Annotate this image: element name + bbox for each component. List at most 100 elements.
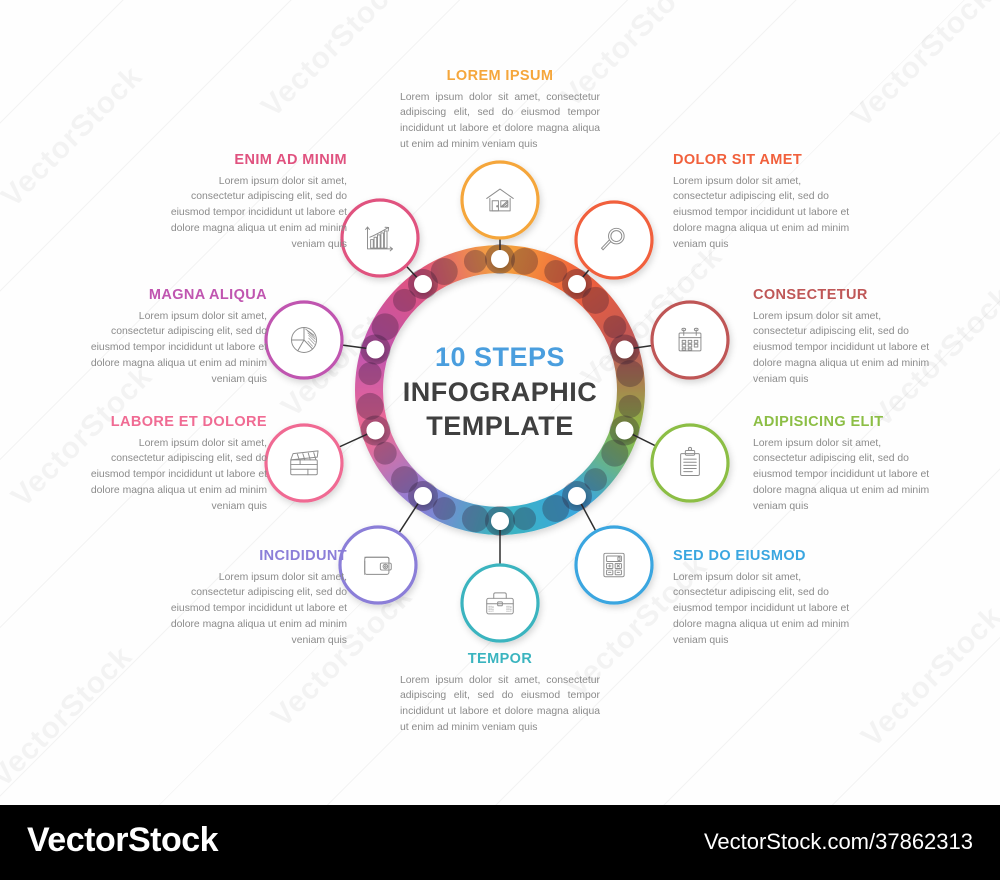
step-block-6[interactable]: TEMPOR Lorem ipsum dolor sit amet, conse… (400, 651, 600, 736)
step-title-10: ENIM AD MINIM (234, 152, 347, 168)
step-title-3: CONSECTETUR (753, 287, 868, 303)
icon-circle-1[interactable] (460, 160, 540, 240)
ring-segment-9[interactable] (361, 272, 432, 355)
step-title-6: TEMPOR (467, 651, 533, 667)
clapperboard-icon (290, 450, 319, 476)
step-body-1: Lorem ipsum dolor sit amet, consectetur … (400, 91, 600, 151)
ring-accent-dot (513, 507, 537, 531)
step-body-6: Lorem ipsum dolor sit amet, consectetur … (400, 674, 600, 734)
step-title-1: LOREM IPSUM (446, 68, 554, 84)
step-block-9[interactable]: MAGNA ALIQUA Lorem ipsum dolor sit amet,… (87, 287, 267, 388)
icon-circle-3[interactable] (650, 300, 730, 380)
icon-circle-4[interactable] (650, 423, 730, 503)
ring-accent-dot (461, 505, 489, 533)
step-title-2: DOLOR SIT AMET (673, 152, 803, 168)
watermark-footer-bar: VectorStock VectorStock.com/37862313 (0, 805, 1000, 880)
ring-accent-dot (432, 497, 456, 521)
ring-accent-dot (356, 392, 384, 420)
icon-circle-ring-1 (460, 160, 540, 240)
ring-node-7[interactable] (414, 486, 433, 505)
diagram-svg (264, 160, 730, 643)
icon-circle-2[interactable] (574, 200, 654, 280)
ring-accent-dot (371, 313, 399, 341)
ring-node-2[interactable] (567, 275, 586, 294)
magnifier-icon (601, 227, 625, 251)
ring-node-8[interactable] (366, 421, 385, 440)
ring-accent-dot (601, 439, 629, 467)
step-title-8: LABORE ET DOLORE (110, 414, 267, 430)
step-block-8[interactable]: LABORE ET DOLORE Lorem ipsum dolor sit a… (87, 414, 267, 515)
ring-node-3[interactable] (615, 340, 634, 359)
house-icon (486, 188, 514, 212)
step-block-10[interactable]: ENIM AD MINIM Lorem ipsum dolor sit amet… (167, 152, 347, 253)
ring-accent-dot (511, 247, 539, 275)
step-title-5: SED DO EIUSMOD (673, 548, 806, 564)
step-body-2: Lorem ipsum dolor sit amet, consectetur … (673, 175, 850, 250)
ring-accent-dot (581, 286, 609, 314)
ring-node-6[interactable] (491, 512, 509, 530)
briefcase-icon (486, 592, 514, 615)
ring-segment-5[interactable] (499, 484, 586, 535)
ring-segment-1[interactable] (499, 245, 586, 296)
ring-node-1[interactable] (491, 250, 509, 268)
calendar-icon (678, 327, 702, 352)
ring-accent-dot (393, 288, 417, 312)
step-title-7: INCIDIDUNT (259, 548, 347, 564)
step-title-4: ADIPISICING ELIT (753, 414, 884, 430)
ring-accent-dot (544, 259, 568, 283)
step-body-9: Lorem ipsum dolor sit amet, consectetur … (90, 310, 267, 385)
icon-circle-7[interactable] (338, 525, 418, 605)
ring-segment-7[interactable] (361, 425, 432, 508)
piechart-icon (291, 327, 317, 353)
icon-circle-6[interactable] (460, 563, 540, 643)
ring-accent-dot (603, 315, 627, 339)
ring-node-5[interactable] (567, 486, 586, 505)
step-body-7: Lorem ipsum dolor sit amet, consectetur … (170, 571, 347, 646)
icon-circle-9[interactable] (264, 300, 344, 380)
ring-segment-6[interactable] (414, 484, 501, 535)
step-block-7[interactable]: INCIDIDUNT Lorem ipsum dolor sit amet, c… (167, 548, 347, 649)
step-block-5[interactable]: SED DO EIUSMOD Lorem ipsum dolor sit ame… (673, 548, 853, 649)
ring-accent-dot (463, 249, 487, 273)
ring-segment-4[interactable] (568, 425, 639, 508)
ring-node-10[interactable] (414, 275, 433, 294)
center-title-line3: TEMPLATE (426, 411, 574, 442)
ring-node-4[interactable] (615, 421, 634, 440)
progress-ring (355, 245, 645, 535)
step-block-1[interactable]: LOREM IPSUM Lorem ipsum dolor sit amet, … (400, 68, 600, 153)
step-block-4[interactable]: ADIPISICING ELIT Lorem ipsum dolor sit a… (753, 414, 933, 515)
ring-segment-8[interactable] (355, 344, 389, 436)
icon-circle-10[interactable] (340, 198, 420, 278)
step-body-5: Lorem ipsum dolor sit amet, consectetur … (673, 571, 850, 646)
ring-accent-dot (391, 466, 419, 494)
ring-accent-dot (618, 394, 642, 418)
step-title-9: MAGNA ALIQUA (148, 287, 267, 303)
vectorstock-url: VectorStock.com/37862313 (703, 829, 973, 854)
step-block-3[interactable]: CONSECTETUR Lorem ipsum dolor sit amet, … (753, 287, 933, 388)
ring-segment-3[interactable] (611, 344, 645, 436)
ring-node-markers (360, 244, 640, 536)
clipboard-icon (680, 446, 700, 476)
icon-circle-8[interactable] (264, 423, 344, 503)
ring-node-9[interactable] (366, 340, 385, 359)
ring-accent-dot (583, 468, 607, 492)
infographic-canvas: VectorStock VectorStock VectorStock Vect… (0, 0, 1000, 805)
ring-accent-dot (616, 360, 644, 388)
step-body-8: Lorem ipsum dolor sit amet, consectetur … (90, 437, 267, 512)
step-body-3: Lorem ipsum dolor sit amet, consectetur … (753, 310, 930, 385)
icon-circle-5[interactable] (574, 525, 654, 605)
ring-segment-10[interactable] (414, 245, 501, 296)
icon-circle-ring-4 (650, 423, 730, 503)
step-block-2[interactable]: DOLOR SIT AMET Lorem ipsum dolor sit ame… (673, 152, 853, 253)
center-title-line2: INFOGRAPHIC (402, 376, 598, 407)
icon-circles (264, 160, 730, 643)
ring-segment-2[interactable] (568, 272, 639, 355)
icon-circle-ring-6 (460, 563, 540, 643)
ring-accent-dot (542, 495, 570, 523)
step-body-4: Lorem ipsum dolor sit amet, consectetur … (753, 437, 930, 512)
ring-accent-dot (373, 441, 397, 465)
icon-circle-ring-7 (338, 525, 418, 605)
icon-circle-ring-2 (574, 200, 654, 280)
ring-accent-dot (430, 257, 458, 285)
step-body-10: Lorem ipsum dolor sit amet, consectetur … (170, 175, 347, 250)
